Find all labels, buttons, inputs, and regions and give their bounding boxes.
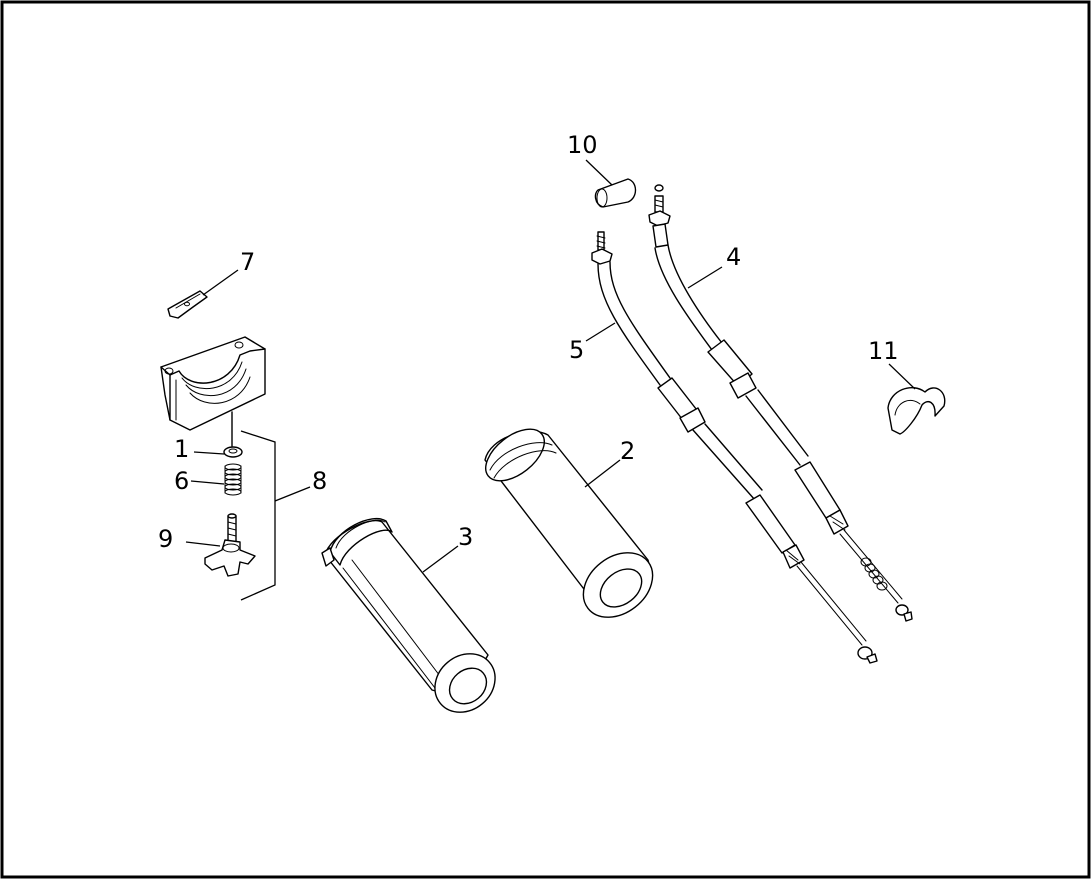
leader-line xyxy=(190,480,225,485)
part-10-ferrule xyxy=(594,178,637,208)
leader-line xyxy=(585,159,613,186)
leader-line xyxy=(584,459,621,488)
leader-line xyxy=(888,363,916,390)
leader-line xyxy=(202,269,239,296)
callout-11: 11 xyxy=(868,337,899,365)
leader-line xyxy=(274,486,311,502)
part-8-housing-block xyxy=(160,336,266,431)
part-8-bracket xyxy=(240,430,276,601)
callout-6: 6 xyxy=(174,467,189,495)
callout-9: 9 xyxy=(158,525,173,553)
part-9-adjust-screw xyxy=(204,513,256,577)
part-5-cable xyxy=(591,231,878,664)
part-11-clip xyxy=(887,387,946,435)
part-1-washer xyxy=(223,411,243,458)
callout-4: 4 xyxy=(726,243,741,271)
callout-7: 7 xyxy=(240,248,255,276)
callout-3: 3 xyxy=(458,523,473,551)
leader-line xyxy=(422,545,459,573)
part-7-clamp-cap xyxy=(167,290,208,319)
callout-1: 1 xyxy=(174,435,189,463)
leader-line xyxy=(585,322,616,342)
callout-10: 10 xyxy=(567,131,598,159)
leader-line xyxy=(193,451,225,455)
leader-line xyxy=(185,541,221,547)
callout-8: 8 xyxy=(312,467,327,495)
part-2-grip-straight xyxy=(484,428,654,618)
leader-line xyxy=(687,266,723,289)
callout-5: 5 xyxy=(569,336,584,364)
part-4-cable xyxy=(648,184,913,622)
part-6-spring xyxy=(224,463,242,496)
part-3-grip-tapered xyxy=(321,518,496,713)
callout-2: 2 xyxy=(620,437,635,465)
